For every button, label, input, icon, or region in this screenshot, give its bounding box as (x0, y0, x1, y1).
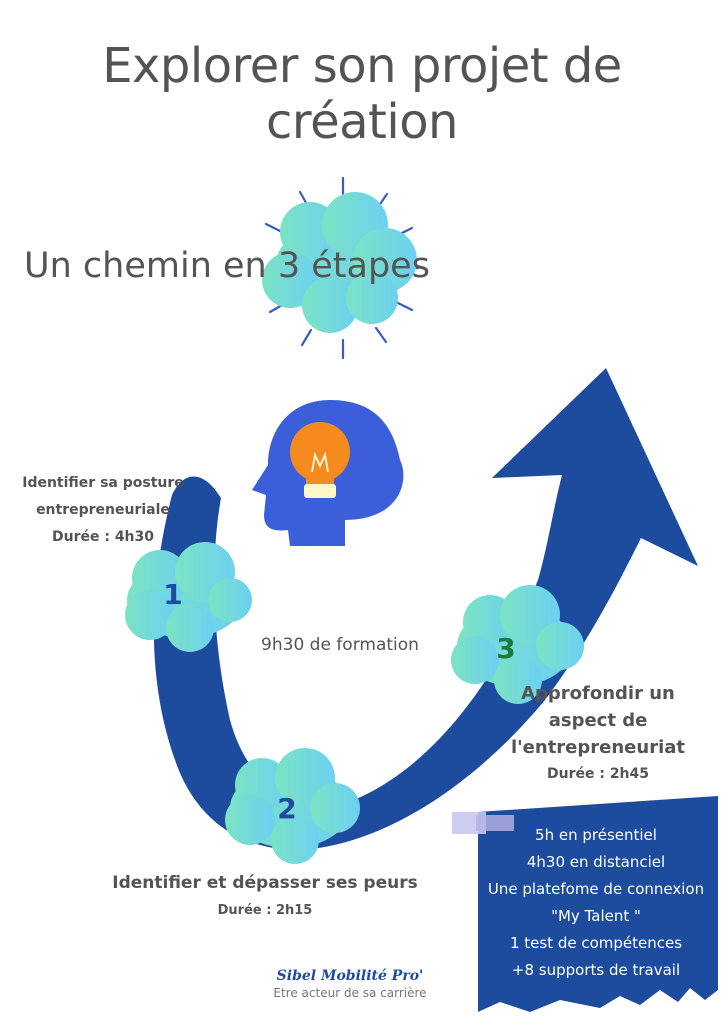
note-line: 4h30 en distanciel (526, 853, 666, 871)
step-1-cloud (125, 542, 252, 652)
brand-tagline: Etre acteur de sa carrière (273, 986, 427, 1000)
step-1-line: Identifier sa posture (22, 475, 184, 491)
note-line: Une platefome de connexion (487, 880, 705, 898)
step-2-cloud (225, 748, 360, 864)
step-1-line: entrepreneuriale (36, 502, 170, 518)
note-line: "My Talent " (551, 907, 641, 925)
brand-block: Sibel Mobilité Pro' Etre acteur de sa ca… (250, 968, 450, 1000)
info-note (452, 796, 718, 1012)
step-2-line: Identifier et dépasser ses peurs (112, 873, 418, 893)
note-line: 1 test de compétences (509, 934, 683, 952)
sun-cloud-icon (262, 192, 417, 333)
step-3-cloud (451, 585, 584, 704)
step-2-description: Identifier et dépasser ses peurs Durée :… (95, 870, 435, 924)
step-1-description: Identifier sa posture entrepreneuriale D… (8, 470, 198, 551)
step-3-number: 3 (496, 632, 516, 665)
step-1-duration: Durée : 4h30 (51, 529, 155, 545)
sun-rays-icon (264, 176, 420, 360)
progress-arrow (153, 368, 699, 850)
idea-head-icon (252, 400, 404, 546)
note-line: 5h en présentiel (535, 826, 657, 844)
step-3-description: Approfondir un aspect de l'entrepreneuri… (488, 680, 708, 788)
step-3-line: l'entrepreneuriat (511, 737, 685, 758)
total-duration: 9h30 de formation (261, 635, 419, 655)
step-2-number: 2 (277, 792, 297, 825)
note-line: +8 supports de travail (511, 961, 681, 979)
brand-name: Sibel Mobilité Pro' (276, 968, 424, 984)
page-title: Explorer son projet de création (102, 38, 622, 150)
step-3-line: aspect de (548, 710, 648, 731)
note-content: 5h en présentiel 4h30 en distanciel Une … (480, 822, 712, 984)
step-3-duration: Durée : 2h45 (546, 766, 650, 782)
step-3-line: Approfondir un (521, 683, 675, 704)
page-subtitle: Un chemin en 3 étapes (24, 246, 430, 286)
step-2-duration: Durée : 2h15 (217, 903, 313, 918)
step-1-number: 1 (163, 578, 183, 611)
